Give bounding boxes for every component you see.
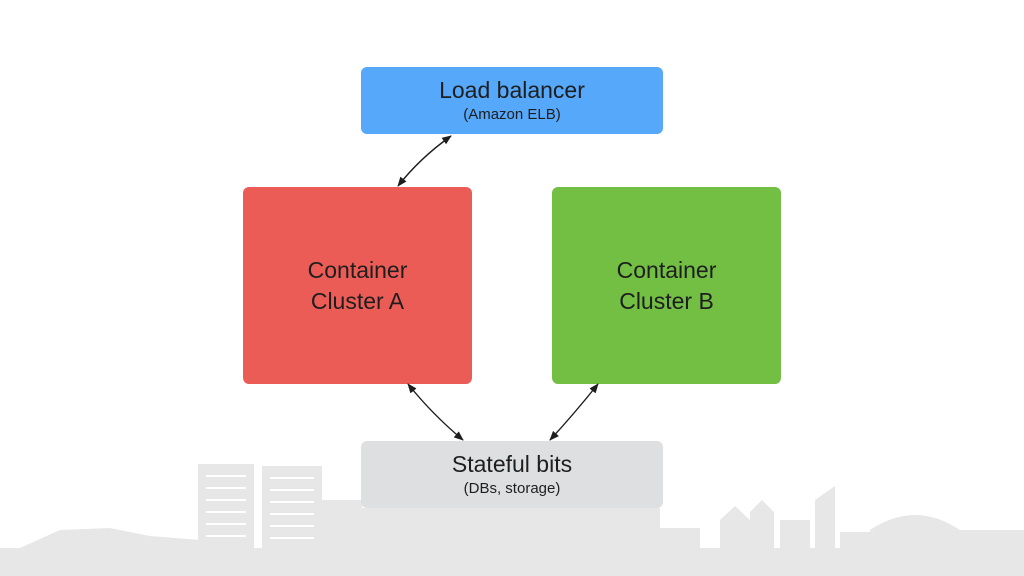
stateful-bits-title: Stateful bits [451, 451, 573, 477]
container-cluster-b-box: Container Cluster B [552, 187, 781, 384]
cluster-a-line-2: Cluster A [310, 287, 405, 314]
load-balancer-subtitle: (Amazon ELB) [463, 106, 561, 123]
cluster-b-line-1: Container [616, 256, 717, 283]
cluster-b-line-2: Cluster B [619, 287, 714, 314]
container-cluster-a-box: Container Cluster A [243, 187, 472, 384]
load-balancer-box: Load balancer (Amazon ELB) [361, 67, 663, 134]
stateful-bits-box: Stateful bits (DBs, storage) [361, 441, 663, 508]
cluster-a-line-1: Container [307, 256, 408, 283]
stateful-bits-subtitle: (DBs, storage) [463, 480, 561, 497]
load-balancer-title: Load balancer [439, 77, 585, 103]
